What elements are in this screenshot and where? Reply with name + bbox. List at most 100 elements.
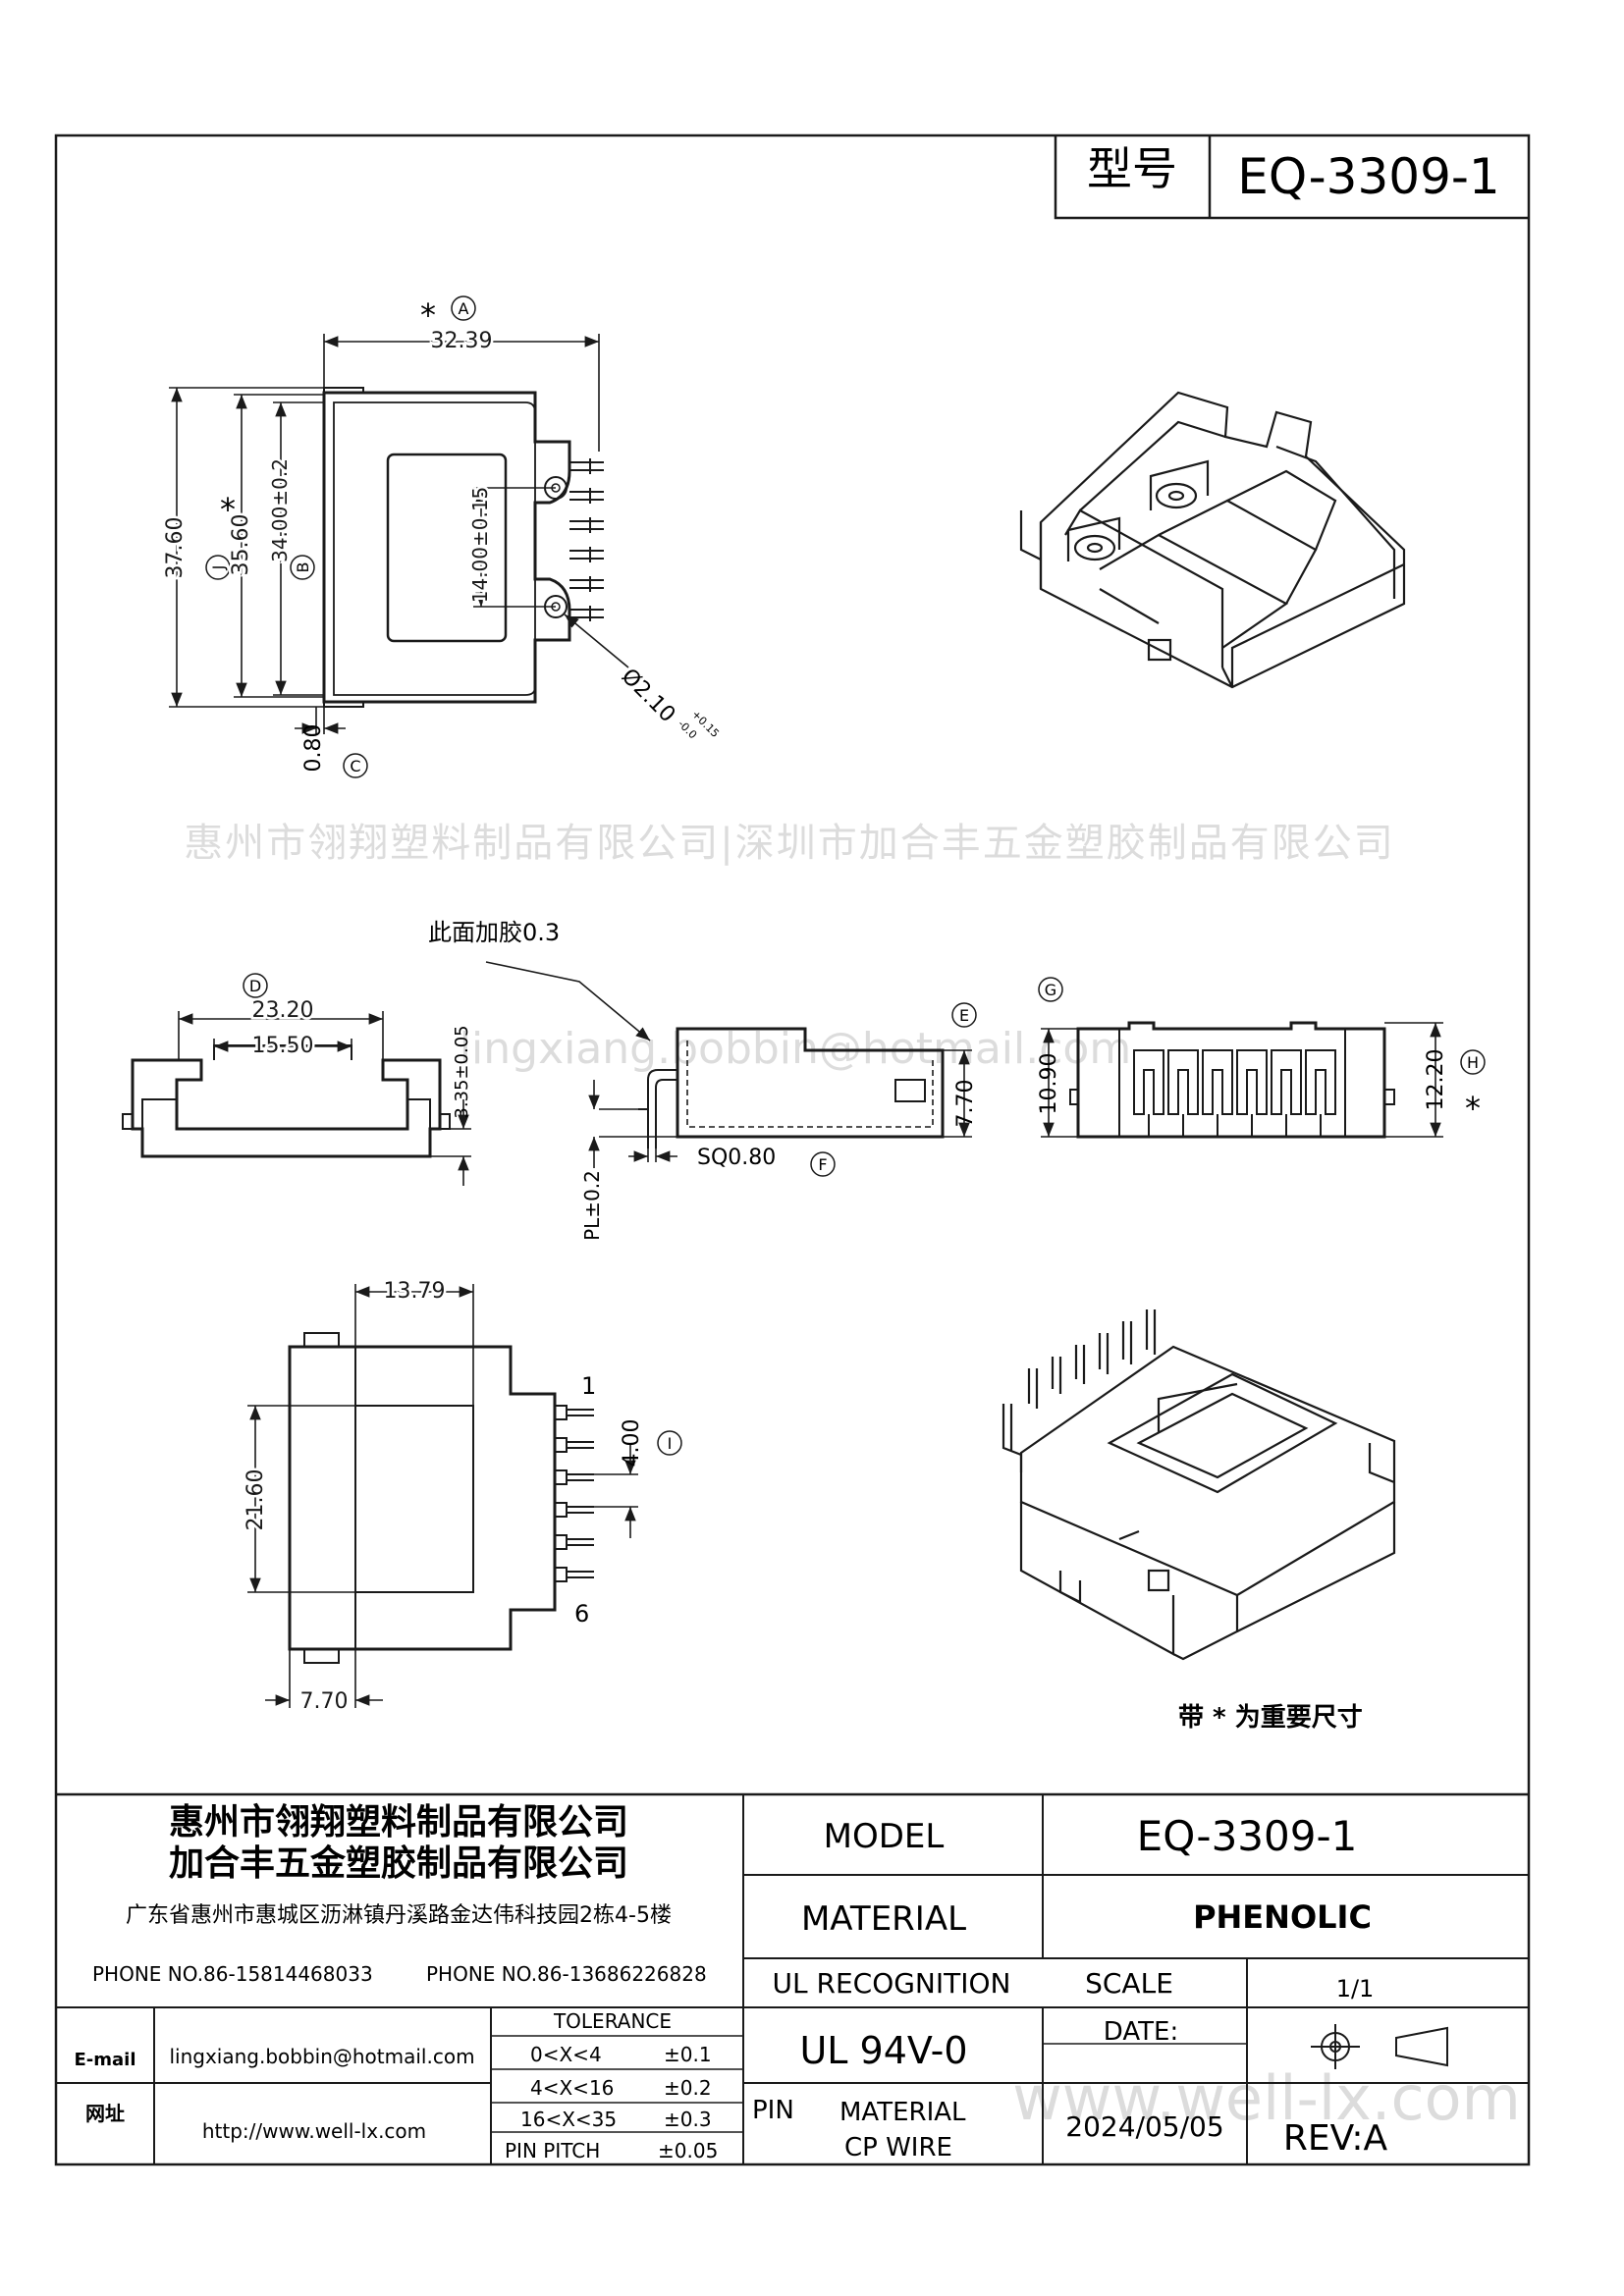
marker-j: J	[205, 555, 231, 580]
web-value: http://www.well-lx.com	[202, 2119, 426, 2143]
side-view-note: 此面加胶0.3	[428, 919, 560, 946]
tolerance-header: TOLERANCE	[553, 2009, 672, 2033]
top-view-outline	[322, 391, 571, 704]
pin-material-label: MATERIAL	[839, 2098, 966, 2127]
end-dim-left: 10.90	[1037, 1053, 1061, 1115]
bottom-dim-width: 13.79	[384, 1279, 446, 1304]
marker-a: A	[451, 295, 476, 321]
end-view: 10.90 G 12.20 H *	[1037, 977, 1486, 1139]
star-marker: *	[420, 296, 436, 334]
marker-h: H	[1460, 1049, 1486, 1075]
model-label: MODEL	[824, 1817, 945, 1856]
top-dim-outer-height: 37.60	[163, 517, 188, 579]
company-name-2: 加合丰五金塑胶制品有限公司	[169, 1842, 628, 1884]
tolerance-range-4: PIN PITCH	[505, 2139, 600, 2163]
phone-1: PHONE NO.86-15814468033	[92, 1962, 373, 1986]
drawing-frame	[54, 133, 1531, 2166]
svg-text:E: E	[959, 1006, 969, 1025]
date-label: DATE:	[1104, 2017, 1178, 2047]
model-box: 型号 EQ-3309-1	[1054, 135, 1529, 220]
marker-e: E	[951, 1002, 977, 1028]
scale-label: SCALE	[1085, 1967, 1173, 2000]
marker-i: I	[657, 1430, 682, 1456]
tolerance-range-1: 0<X<4	[530, 2043, 602, 2066]
material-label: MATERIAL	[801, 1899, 966, 1939]
company-address: 广东省惠州市惠城区沥淋镇丹溪路金达伟科技园2栋4-5楼	[126, 1903, 672, 1928]
legend-note: 带 * 为重要尺寸	[1178, 1703, 1363, 1733]
marker-d: D	[243, 973, 268, 998]
star-marker-2: *	[220, 491, 236, 528]
top-dim-width: 32.39	[431, 329, 493, 353]
bottom-view: 1 6 13.79 21.60 4.00 I 7.70	[242, 1277, 682, 1717]
tolerance-value-3: ±0.3	[664, 2108, 712, 2131]
svg-text:D: D	[249, 977, 261, 995]
svg-text:F: F	[818, 1155, 827, 1174]
top-dim-hole-pitch: 14.00±0.15	[468, 487, 492, 604]
ul-value: UL 94V-0	[799, 2029, 967, 2072]
tolerance-range-3: 16<X<35	[520, 2108, 617, 2131]
email-value: lingxiang.bobbin@hotmail.com	[169, 2045, 474, 2068]
marker-g: G	[1038, 977, 1063, 1002]
company-watermark: 惠州市翎翔塑料制品有限公司|深圳市加合丰五金塑胶制品有限公司	[184, 821, 1394, 866]
end-view-pins	[1133, 1049, 1336, 1137]
top-view-window	[386, 453, 508, 643]
email-label: E-mail	[74, 2050, 135, 2070]
bottom-dim-flange: 7.70	[300, 1689, 349, 1714]
marker-b: B	[290, 555, 315, 580]
svg-text:G: G	[1045, 981, 1056, 999]
projection-symbol-icon	[1311, 2024, 1448, 2069]
web-label: 网址	[85, 2102, 125, 2125]
svg-text:C: C	[350, 757, 360, 775]
pin-label-first: 1	[581, 1372, 596, 1400]
side-view: 此面加胶0.3 7.70 E SQ0.80 F PL±0.2	[428, 919, 978, 1241]
front-view: 23.20 D 15.50 3.35±0.05	[122, 973, 472, 1186]
email-watermark: lingxiang.bobbin@hotmail.com	[460, 1024, 1131, 1074]
marker-f: F	[810, 1151, 836, 1177]
pin-label: PIN	[752, 2096, 794, 2125]
model-box-value: EQ-3309-1	[1237, 148, 1499, 205]
marker-c: C	[343, 753, 368, 778]
top-view: 32.39 * A 37.60 J 35.60 * 34.00±0.2 B 14…	[161, 295, 722, 778]
top-dim-hole-dia: Ø2.10	[617, 665, 680, 728]
phone-2: PHONE NO.86-13686226828	[426, 1962, 707, 1986]
tolerance-value-1: ±0.1	[664, 2043, 712, 2066]
end-dim-right: 12.20	[1424, 1049, 1448, 1111]
tolerance-value-4: ±0.05	[658, 2139, 718, 2163]
svg-text:B: B	[294, 562, 312, 573]
scale-value: 1/1	[1336, 1975, 1375, 2002]
rev-label: REV:A	[1283, 2118, 1388, 2159]
bottom-view-outline	[288, 1345, 557, 1651]
pin-label-last: 6	[574, 1600, 589, 1628]
svg-text:H: H	[1467, 1053, 1479, 1072]
date-value: 2024/05/05	[1065, 2110, 1223, 2143]
bottom-dim-pitch: 4.00	[620, 1419, 644, 1468]
side-dim-pin-sq: SQ0.80	[697, 1146, 776, 1170]
model-value: EQ-3309-1	[1137, 1812, 1358, 1860]
front-dim-slot: 15.50	[252, 1034, 314, 1058]
svg-text:A: A	[459, 299, 469, 318]
side-dim-pin-len: PL±0.2	[580, 1170, 604, 1241]
front-view-outline	[131, 1058, 442, 1158]
top-dim-body-height: 34.00±0.2	[268, 458, 292, 562]
svg-text:I: I	[668, 1434, 673, 1453]
tolerance-range-2: 4<X<16	[530, 2076, 614, 2100]
top-dim-flange: 0.80	[301, 724, 326, 773]
ul-label: UL RECOGNITION	[773, 1967, 1011, 2000]
top-view-pins	[569, 458, 604, 621]
bottom-view-pins	[554, 1405, 594, 1582]
star-marker-3: *	[1465, 1090, 1481, 1127]
company-name-1: 惠州市翎翔塑料制品有限公司	[169, 1802, 628, 1842]
pin-material-value: CP WIRE	[844, 2133, 952, 2163]
top-dim-inner-height: 35.60	[229, 514, 253, 576]
material-value: PHENOLIC	[1193, 1898, 1372, 1936]
website-watermark: www.well-lx.com	[1012, 2062, 1521, 2134]
model-box-label: 型号	[1087, 142, 1177, 195]
bottom-dim-height: 21.60	[244, 1469, 268, 1531]
side-dim-height: 7.70	[953, 1080, 978, 1128]
tolerance-value-2: ±0.2	[664, 2076, 712, 2100]
svg-text:J: J	[209, 565, 228, 571]
isometric-view-top	[1019, 391, 1406, 689]
title-block: 惠州市翎翔塑料制品有限公司 加合丰五金塑胶制品有限公司 广东省惠州市惠城区沥淋镇…	[56, 1792, 1529, 2164]
isometric-view-bottom	[1001, 1309, 1396, 1661]
